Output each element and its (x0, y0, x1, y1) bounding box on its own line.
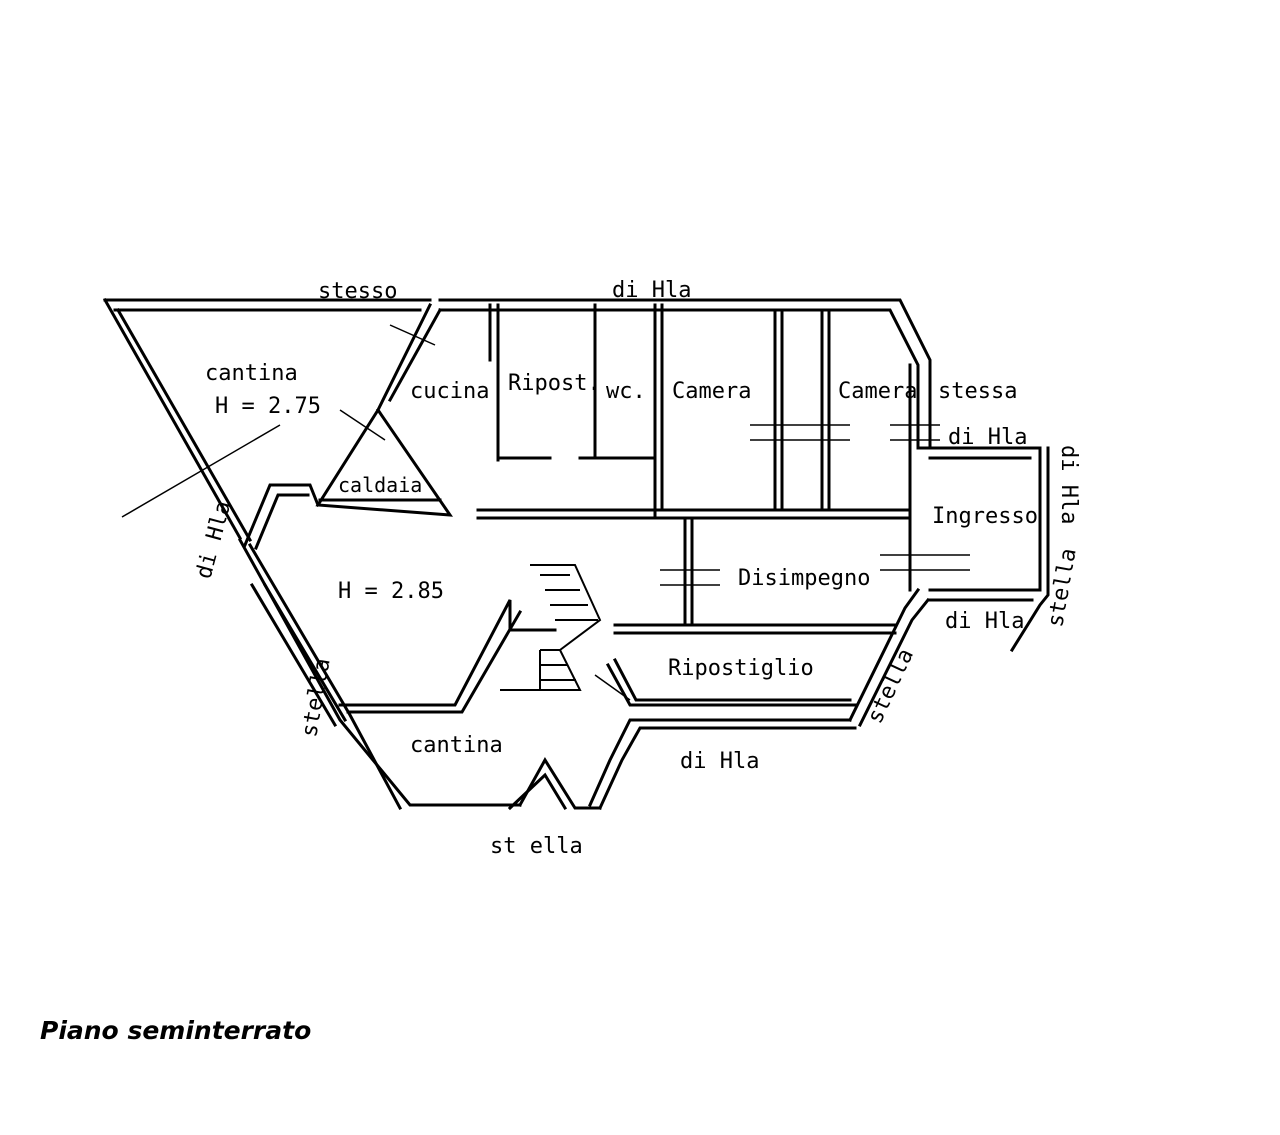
label-stella-lower-right: stella (863, 645, 919, 728)
label-height-lower: H = 2.85 (338, 579, 444, 604)
label-ditta-mid-right: di Hla (945, 609, 1024, 634)
left-double-wall (249, 582, 348, 728)
label-cantina-upper: cantina (205, 361, 298, 386)
label-disimpegno: Disimpegno (738, 566, 870, 591)
label-cantina-lower: cantina (410, 733, 503, 758)
label-ditta-far-right: di Hla (1056, 445, 1081, 524)
label-ingresso: Ingresso (932, 504, 1038, 529)
dimension-ticks (339, 324, 970, 701)
label-stella-bottom: st ella (490, 834, 583, 859)
label-camera-2: Camera (838, 379, 917, 404)
label-wc: wc. (606, 379, 646, 404)
label-ripost: Ripost. (508, 371, 601, 396)
label-stesso-top: stesso (318, 279, 397, 304)
label-cucina: cucina (410, 379, 489, 404)
room-labels: stesso di Hla cantina H = 2.75 cucina Ri… (192, 278, 1082, 859)
interior-walls (243, 302, 912, 714)
label-ditta-right: di Hla (948, 425, 1027, 450)
label-camera-1: Camera (672, 379, 751, 404)
label-ripostiglio: Ripostiglio (668, 656, 814, 681)
label-ditta-left: di Hla (192, 498, 237, 581)
outer-walls (102, 297, 1050, 811)
label-ditta-bottom: di Hla (680, 749, 759, 774)
label-stessa-right: stessa (938, 379, 1017, 404)
staircase (500, 564, 602, 691)
label-ditta-top: di Hla (612, 278, 691, 303)
leader-line (121, 424, 281, 518)
plan-caption: Piano seminterrato (40, 1016, 312, 1045)
label-caldaia: caldaia (338, 473, 422, 497)
label-height-upper: H = 2.75 (215, 394, 321, 419)
